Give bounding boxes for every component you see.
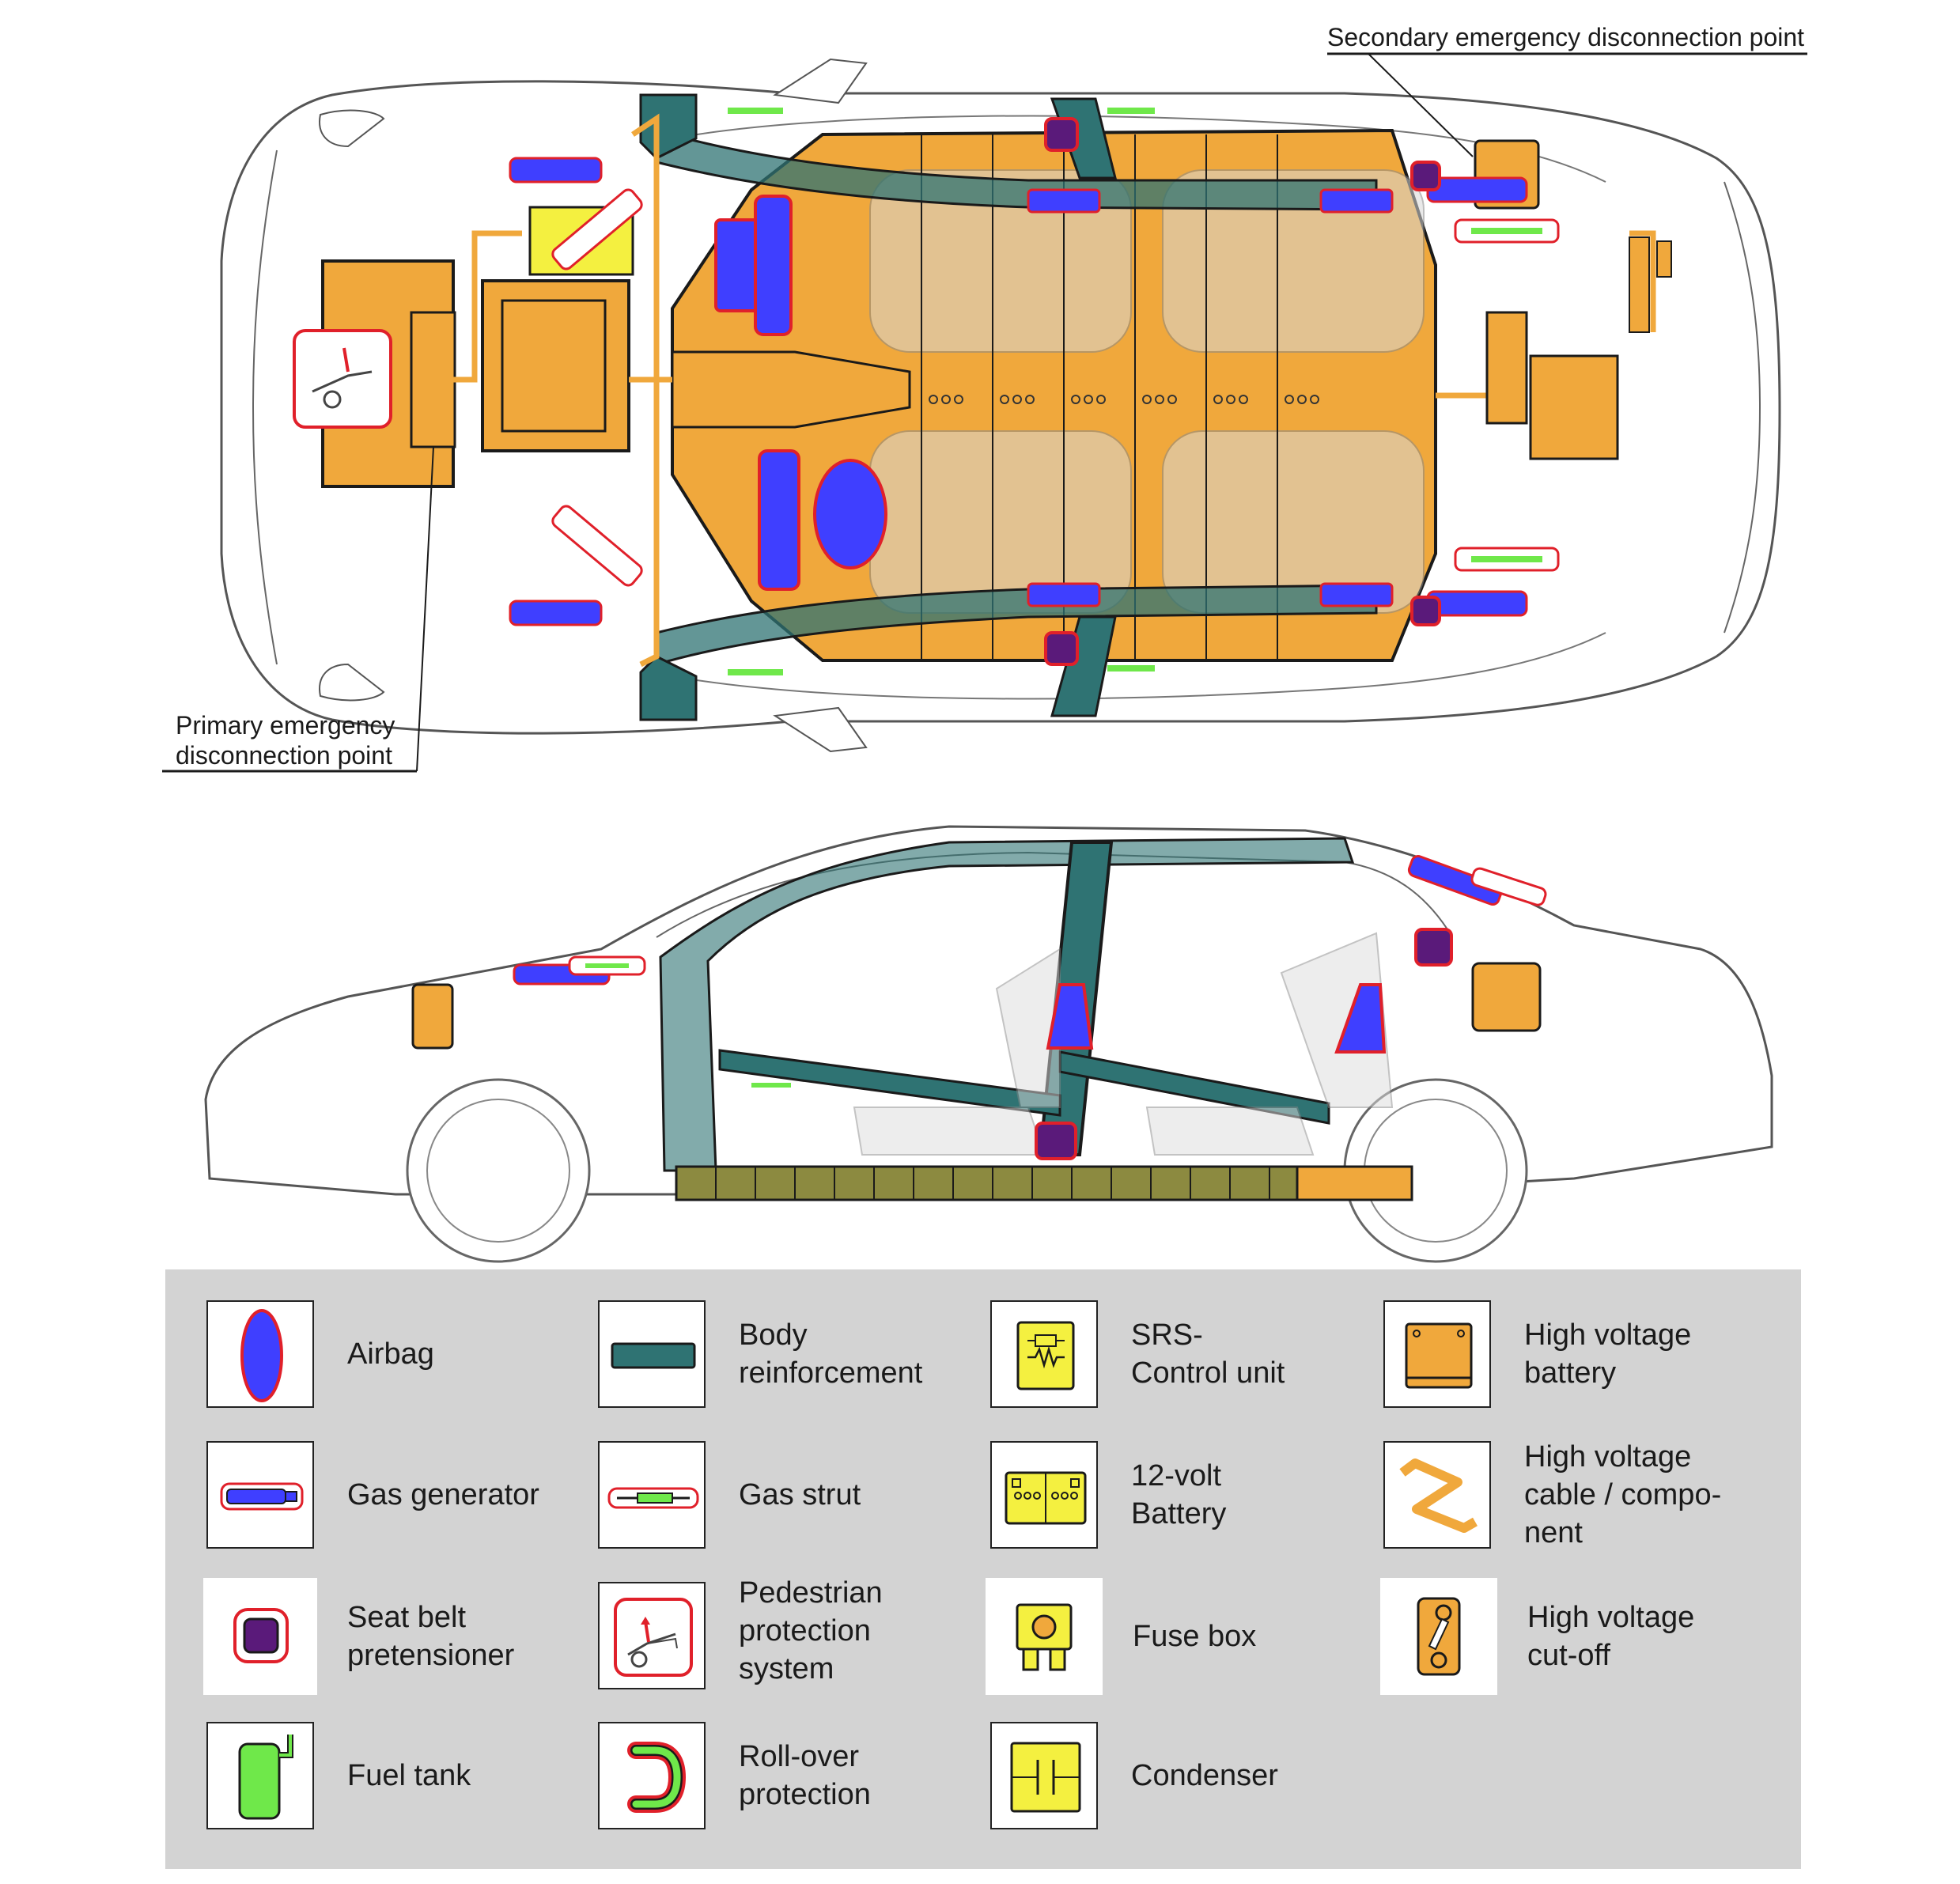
legend-label: Roll-over <box>739 1740 860 1773</box>
seat-belt-pretensioner-side <box>1414 928 1453 967</box>
legend-panel: Airbag Body reinforcement SRS- Control u… <box>165 1269 1801 1869</box>
gas-generator-icon <box>206 1441 314 1549</box>
legend-label: battery <box>1524 1356 1617 1390</box>
legend-item-12v-battery: 12-volt Battery <box>990 1441 1370 1568</box>
legend-item-gas-generator: Gas generator <box>206 1441 586 1568</box>
secondary-disconnection-label: Secondary emergency disconnection point <box>1327 23 1805 51</box>
legend-label: Gas generator <box>347 1478 539 1511</box>
legend-label: Pedestrian <box>739 1576 883 1610</box>
rollover-protection-icon <box>598 1722 706 1829</box>
legend-label: High voltage <box>1524 1440 1692 1474</box>
primary-disconnection-label: Primary emergency disconnection point <box>176 710 395 770</box>
fuse-box-side <box>1471 962 1542 1032</box>
legend-label: Body <box>739 1318 808 1352</box>
high-voltage-battery-icon <box>1383 1300 1491 1408</box>
seat-belt-pretensioner-icon <box>203 1578 317 1695</box>
legend-item-body-reinforcement: Body reinforcement <box>598 1300 978 1427</box>
legend-item-airbag: Airbag <box>206 1300 586 1427</box>
legend-label: Seat belt <box>347 1601 466 1634</box>
hv-cutoff-side <box>411 983 454 1050</box>
top-view <box>162 52 1807 773</box>
legend-label: Fuel tank <box>347 1759 471 1792</box>
legend-label: Fuse box <box>1133 1620 1257 1653</box>
legend-label: cable / compo- <box>1524 1478 1722 1511</box>
legend-label: SRS- <box>1131 1318 1203 1352</box>
pedestrian-protection-icon <box>598 1582 706 1689</box>
legend-label: protection <box>739 1778 871 1811</box>
hv-cutoff-top <box>410 311 456 448</box>
legend-label: Condenser <box>1131 1759 1278 1792</box>
a-pillar-side <box>659 837 1355 1172</box>
fuel-tank-icon <box>206 1722 314 1829</box>
high-voltage-cutoff-icon <box>1380 1578 1497 1695</box>
legend-label: 12-volt <box>1131 1459 1222 1492</box>
legend-item-fuse-box: Fuse box <box>986 1578 1365 1704</box>
srs-control-unit-icon <box>990 1300 1098 1408</box>
legend-item-condenser: Condenser <box>990 1722 1370 1848</box>
legend-label: High voltage <box>1527 1601 1695 1634</box>
legend-item-srs-control-unit: SRS- Control unit <box>990 1300 1370 1427</box>
legend-label: system <box>739 1652 834 1685</box>
legend-item-hv-battery: High voltage battery <box>1383 1300 1763 1427</box>
gas-strut-icon <box>598 1441 706 1549</box>
legend-label: protection <box>739 1614 871 1648</box>
legend-item-fuel-tank: Fuel tank <box>206 1722 586 1848</box>
airbag-icon <box>206 1300 314 1408</box>
side-airbag-front <box>1046 983 1094 1050</box>
legend-label: Airbag <box>347 1337 434 1371</box>
legend-item-hv-cutoff: High voltage cut-off <box>1380 1578 1760 1704</box>
legend-item-gas-strut: Gas strut <box>598 1441 978 1568</box>
legend-item-pedestrian-protection: Pedestrian protection system <box>598 1576 978 1708</box>
fuse-box-icon <box>986 1578 1103 1695</box>
legend-item-seat-belt-pretensioner: Seat belt pretensioner <box>203 1578 583 1704</box>
12-volt-battery-icon <box>990 1441 1098 1549</box>
legend-item-rollover-protection: Roll-over protection <box>598 1722 978 1848</box>
primary-disconnection-line2: disconnection point <box>176 741 392 770</box>
gas-generators-top <box>509 157 1528 626</box>
legend-item-hv-cable: High voltage cable / compo- nent <box>1383 1440 1763 1568</box>
side-view <box>204 825 1773 1263</box>
body-reinforcement-icon <box>598 1300 706 1408</box>
legend-label: Battery <box>1131 1497 1227 1530</box>
legend-label: nent <box>1524 1516 1583 1549</box>
legend-label: cut-off <box>1527 1639 1610 1672</box>
vehicle-rescue-diagram <box>162 52 1807 1263</box>
legend-label: reinforcement <box>739 1356 923 1390</box>
seat-belt-pretensioners-top <box>1044 117 1441 666</box>
high-voltage-cable-icon <box>1383 1441 1491 1549</box>
primary-disconnection-line1: Primary emergency <box>176 711 395 740</box>
condenser-icon <box>990 1722 1098 1829</box>
legend-label: pretensioner <box>347 1639 515 1672</box>
legend-label: High voltage <box>1524 1318 1692 1352</box>
legend-label: Gas strut <box>739 1478 861 1511</box>
legend-label: Control unit <box>1131 1356 1285 1390</box>
